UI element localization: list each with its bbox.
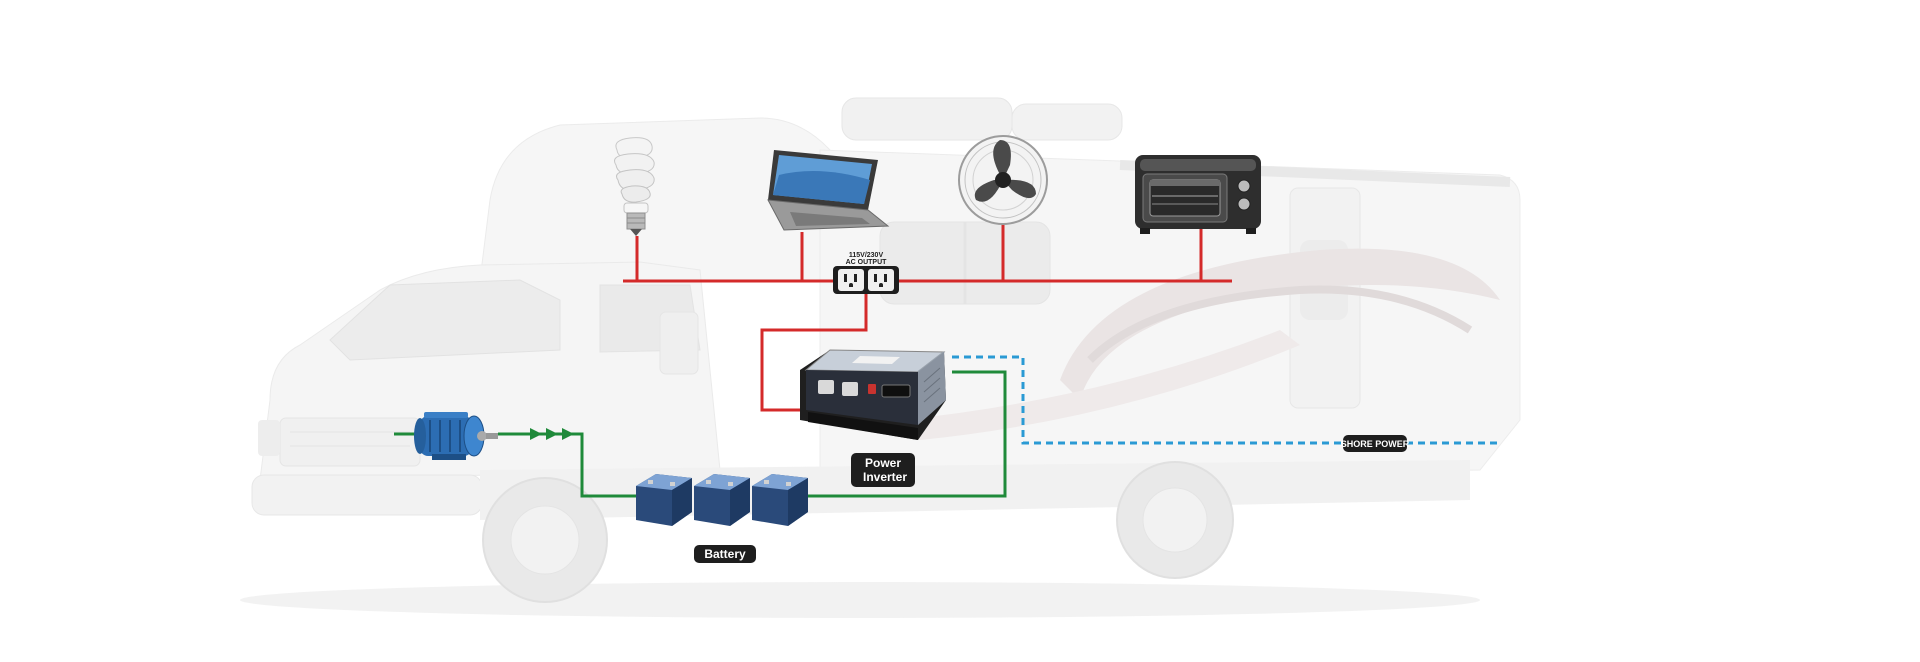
toaster-oven-icon	[1135, 155, 1261, 234]
power-inverter-icon	[800, 349, 946, 440]
alternator-icon	[414, 412, 498, 460]
battery-label: Battery	[704, 547, 746, 561]
ac-output-label-line2: AC OUTPUT	[846, 259, 888, 266]
rv-vehicle-silhouette	[240, 97, 1521, 618]
battery-unit	[694, 474, 750, 526]
battery-unit	[636, 474, 692, 526]
ac-output-label-line1: 115V/230V	[849, 252, 884, 259]
fan-icon	[958, 135, 1048, 225]
shore-power-wiring	[952, 355, 1500, 445]
battery-tag: Battery	[694, 545, 756, 563]
battery-icon	[636, 474, 808, 526]
inverter-to-outlet-wire	[760, 292, 868, 412]
laptop-icon	[767, 150, 890, 231]
battery-to-inverter-wire	[800, 370, 1007, 498]
flow-arrow	[562, 428, 574, 440]
power-inverter-label-line2: Inverter	[863, 470, 907, 484]
battery-unit	[752, 474, 808, 526]
shore-power-tag: SHORE POWER	[1341, 435, 1410, 452]
power-inverter-label-line1: Power	[865, 456, 901, 470]
shore-power-label: SHORE POWER	[1341, 439, 1410, 449]
power-inverter-tag: Power Inverter	[851, 453, 915, 487]
flow-arrow	[546, 428, 558, 440]
light-bulb-icon	[614, 137, 655, 236]
ac-outlet-icon: 115V/230V AC OUTPUT	[833, 252, 899, 294]
flow-arrow	[530, 428, 542, 440]
ac-wiring	[623, 222, 1232, 412]
